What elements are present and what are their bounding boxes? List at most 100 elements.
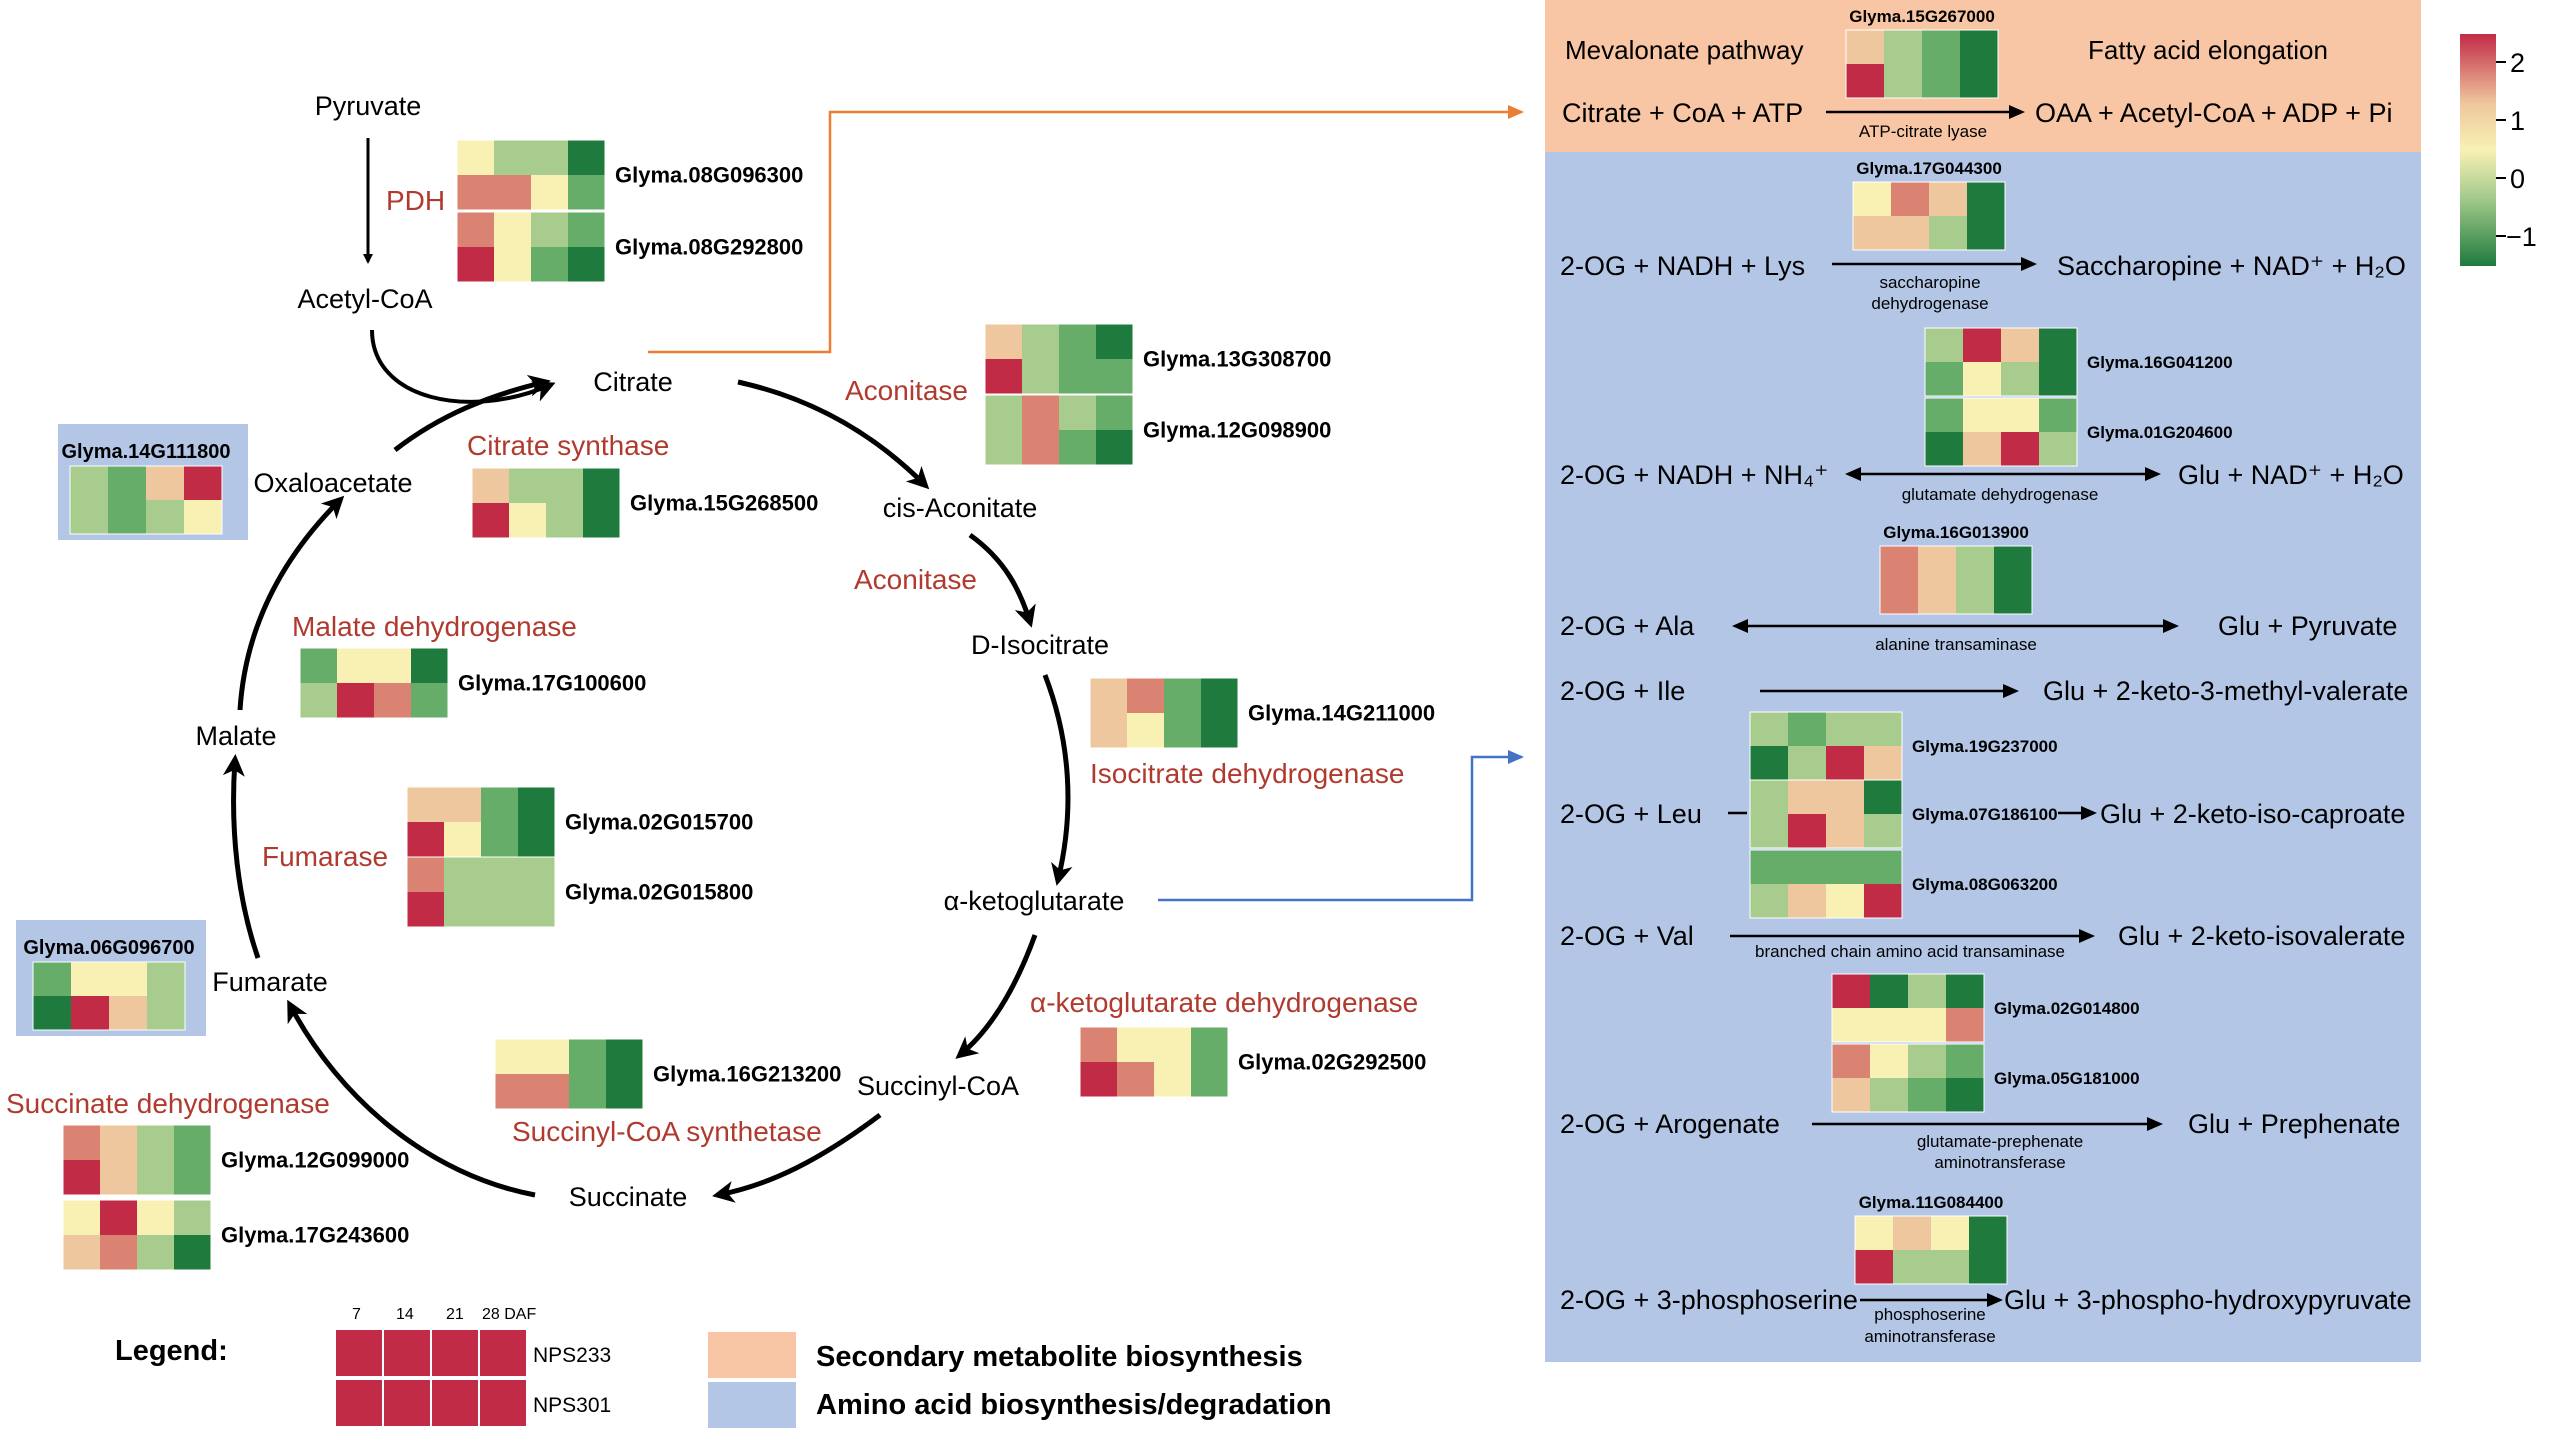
atp-citrate-lyase-right: OAA + Acetyl-CoA + ADP + Pi — [2035, 98, 2392, 128]
gene-id-label: Glyma.14G111800 — [61, 441, 230, 463]
heatmap-cell — [1164, 713, 1201, 748]
heatmap-cell — [531, 247, 568, 282]
heatmap-cell — [146, 466, 184, 500]
heatmap-cell — [1080, 1062, 1117, 1097]
gene-id-label: Glyma.13G308700 — [1143, 347, 1331, 372]
enzyme-akg-dehydrogenase: α-ketoglutarate dehydrogenase — [1030, 987, 1418, 1018]
heatmaps: Glyma.08G096300Glyma.08G292800Glyma.13G3… — [23, 7, 2233, 1285]
heatmap-cell — [374, 648, 411, 683]
heatmap-cell — [2039, 362, 2077, 396]
heatmap-cell — [1750, 814, 1788, 848]
heatmap-cell — [568, 140, 605, 175]
heatmap-glyma-16g213200: Glyma.16G213200 — [494, 1038, 841, 1110]
heatmap-cell — [1201, 678, 1238, 713]
heatmap-cell — [1925, 362, 1963, 396]
heatmap-cell — [184, 500, 222, 534]
gene-id-label: Glyma.19G237000 — [1912, 737, 2058, 756]
gene-id-label: Glyma.15G267000 — [1849, 7, 1995, 26]
heatmap-cell — [1022, 359, 1059, 394]
heatmap-cell — [546, 468, 583, 503]
heatmap-cell — [1853, 182, 1891, 216]
heatmap-glyma-11g084400: Glyma.11G084400 — [1854, 1193, 2008, 1285]
heatmap-cell — [300, 648, 337, 683]
heatmap-cell — [1969, 1216, 2007, 1250]
gene-id-label: Glyma.08G292800 — [615, 235, 803, 260]
glutamate-dehydrogenase-label: glutamate dehydrogenase — [1902, 485, 2099, 504]
heatmap-cell — [1908, 974, 1946, 1008]
heatmap-glyma-08g096300: Glyma.08G096300 — [456, 139, 803, 211]
heatmap-cell — [1826, 850, 1864, 884]
reaction-arogenate-right: Glu + Prephenate — [2188, 1109, 2400, 1139]
heatmap-cell — [1864, 746, 1902, 780]
reaction-ala-left: 2-OG + Ala — [1560, 611, 1695, 641]
heatmap-cell — [481, 892, 518, 927]
heatmap-cell — [108, 500, 146, 534]
enzyme-pdh: PDH — [386, 185, 445, 216]
heatmap-cell — [1870, 1044, 1908, 1078]
heatmap-cell — [444, 892, 481, 927]
heatmap-cell — [1931, 1250, 1969, 1284]
heatmap-cell — [1908, 1044, 1946, 1078]
heatmap-cell — [100, 1200, 137, 1235]
heatmap-cell — [1967, 216, 2005, 250]
heatmap-cell — [1908, 1008, 1946, 1042]
succinate-to-fumarate-arrow — [287, 999, 536, 1198]
heatmap-cell — [1925, 328, 1963, 362]
enzyme-aconitase-2: Aconitase — [854, 564, 977, 595]
saccharopine-dehydrogenase-2: dehydrogenase — [1871, 294, 1988, 313]
heatmap-glyma-01g204600: Glyma.01G204600 — [1924, 397, 2233, 467]
heatmap-cell — [568, 175, 605, 210]
heatmap-cell — [1946, 974, 1984, 1008]
gene-id-label: Glyma.01G204600 — [2087, 423, 2233, 442]
heatmap-cell — [1864, 814, 1902, 848]
heatmap-cell — [1963, 398, 2001, 432]
heatmap-cell — [411, 683, 448, 718]
heatmap-cell — [1750, 746, 1788, 780]
legend-amino-label: Amino acid biosynthesis/degradation — [816, 1389, 1332, 1421]
mevalonate-pathway-label: Mevalonate pathway — [1565, 35, 1803, 65]
heatmap-cell — [1788, 780, 1826, 814]
heatmap-cell — [1022, 324, 1059, 359]
glutamate-prephenate-1: glutamate-prephenate — [1917, 1132, 2083, 1151]
heatmap-glyma-07g186100: Glyma.07G186100 — [1749, 779, 2058, 849]
legend-title: Legend: — [115, 1335, 228, 1367]
heatmap-cell — [71, 962, 109, 996]
heatmap-glyma-19g237000: Glyma.19G237000 — [1749, 711, 2058, 781]
legend-grid — [334, 1328, 528, 1428]
reaction-val-left: 2-OG + Val — [1560, 921, 1694, 951]
heatmap-cell — [1963, 328, 2001, 362]
legend-col-label: 21 — [446, 1306, 464, 1323]
malate-to-oxaloacetate-arrow — [237, 495, 345, 711]
heatmap-cell — [1908, 1078, 1946, 1112]
heatmap-glyma-17g044300: Glyma.17G044300 — [1852, 159, 2006, 251]
gene-id-label: Glyma.11G084400 — [1859, 1193, 2004, 1212]
heatmap-cell — [481, 857, 518, 892]
colorbar-tick: −1 — [2506, 222, 2537, 252]
heatmap-glyma-14g211000: Glyma.14G211000 — [1089, 677, 1435, 749]
heatmap-glyma-06g096700: Glyma.06G096700 — [23, 937, 195, 1031]
heatmap-cell — [109, 996, 147, 1030]
heatmap-cell — [407, 787, 444, 822]
phosphoserine-aminotransferase-1: phosphoserine — [1874, 1305, 1986, 1324]
heatmap-cell — [1191, 1062, 1228, 1097]
succinyl-coa-to-succinate-arrow — [712, 1112, 882, 1203]
heatmap-cell — [532, 1074, 569, 1109]
heatmap-cell — [147, 962, 185, 996]
heatmap-cell — [509, 503, 546, 538]
citrate-to-cis-aconitate-arrow — [737, 379, 930, 490]
atp-citrate-lyase-left: Citrate + CoA + ATP — [1562, 98, 1803, 128]
heatmap-cell — [472, 503, 509, 538]
heatmap-cell — [1864, 850, 1902, 884]
heatmap-cell — [1096, 359, 1133, 394]
heatmap-cell — [546, 503, 583, 538]
heatmap-cell — [1931, 1216, 1969, 1250]
heatmap-cell — [2001, 362, 2039, 396]
heatmap-cell — [70, 466, 108, 500]
metabolite-succinate: Succinate — [569, 1182, 688, 1212]
heatmap-cell — [1963, 362, 2001, 396]
enzyme-citrate-synthase: Citrate synthase — [467, 430, 669, 461]
heatmap-cell — [1994, 546, 2032, 580]
heatmap-cell — [300, 683, 337, 718]
heatmap-cell — [509, 468, 546, 503]
heatmap-cell — [1826, 746, 1864, 780]
